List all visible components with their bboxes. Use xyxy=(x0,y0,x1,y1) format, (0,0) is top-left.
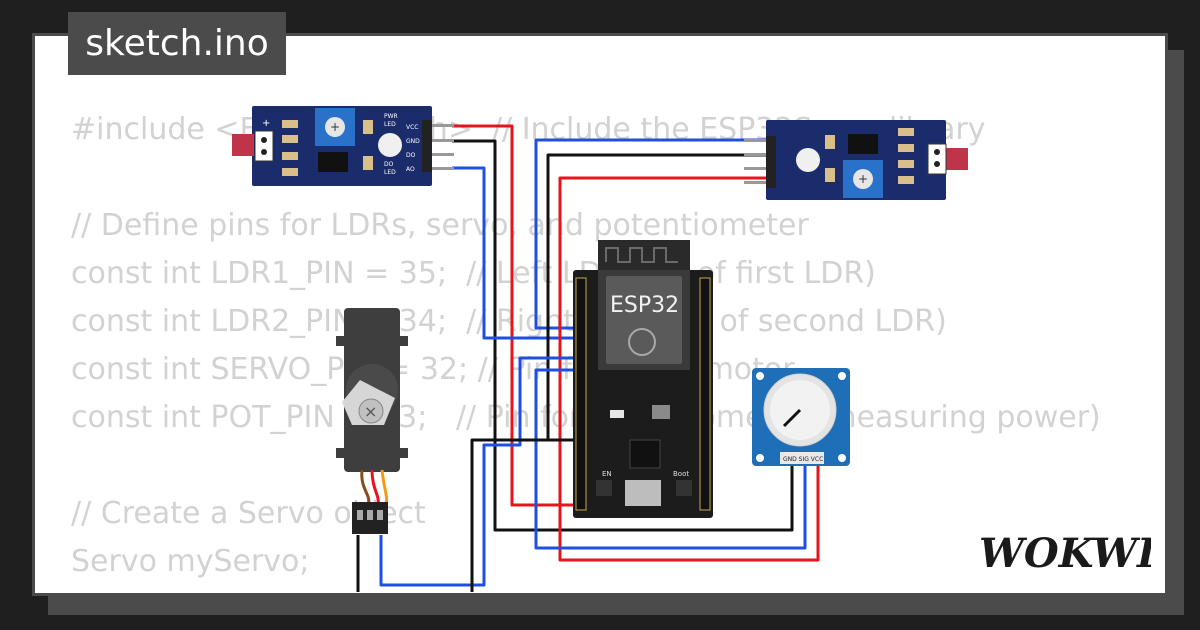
servo-motor: × xyxy=(336,308,408,534)
esp32-label: ESP32 xyxy=(610,293,679,318)
svg-text:+: + xyxy=(858,172,868,186)
svg-text:×: × xyxy=(364,402,377,421)
svg-text:+: + xyxy=(330,120,340,134)
wire-black xyxy=(470,438,580,592)
ldr-module-left: + + PWR LED DO LED VCC GND DO AO xyxy=(232,106,454,186)
wokwi-logo: WOKWI xyxy=(979,530,1151,577)
wire-blue xyxy=(379,356,580,587)
svg-text:LED: LED xyxy=(384,121,396,128)
wire-red xyxy=(558,176,820,562)
wire-blue xyxy=(534,138,770,330)
svg-text:LED: LED xyxy=(384,169,396,176)
wire-black xyxy=(452,139,794,532)
svg-text:WOKWI: WOKWI xyxy=(979,530,1151,577)
svg-text:DO: DO xyxy=(384,161,394,168)
svg-text:GND SIG VCC: GND SIG VCC xyxy=(783,456,823,463)
esp32-board: ESP32 EN Boot xyxy=(573,240,713,518)
svg-text:AO: AO xyxy=(406,166,415,173)
potentiometer: GND SIG VCC xyxy=(752,368,850,466)
ldr-module-right: + xyxy=(744,120,968,200)
code-line: Servo myServo; xyxy=(71,544,310,579)
boot-label: Boot xyxy=(673,470,689,478)
svg-text:GND: GND xyxy=(406,138,420,145)
svg-text:+: + xyxy=(262,118,270,129)
wire-blue xyxy=(452,166,580,340)
wire-blue xyxy=(534,368,807,550)
code-line: // Define pins for LDRs, servo, and pote… xyxy=(71,208,809,243)
svg-text:PWR: PWR xyxy=(384,113,398,120)
svg-text:DO: DO xyxy=(406,152,416,159)
sketch-title-tab[interactable]: sketch.ino xyxy=(68,12,286,75)
en-label: EN xyxy=(602,470,612,478)
wire-red xyxy=(452,124,580,507)
svg-text:VCC: VCC xyxy=(406,124,418,131)
